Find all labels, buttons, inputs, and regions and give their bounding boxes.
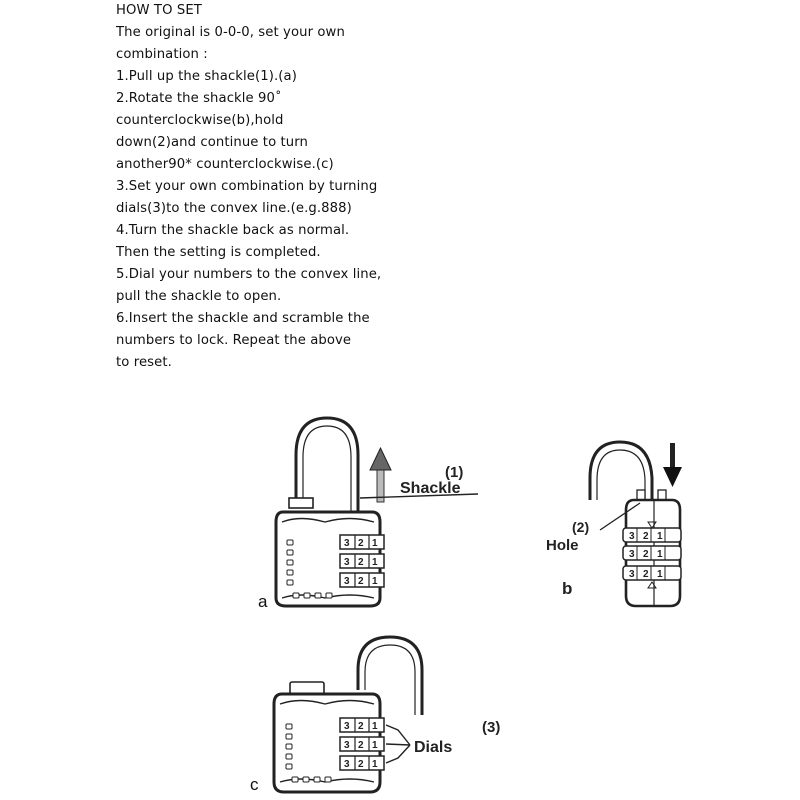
dial-digit: 3 bbox=[629, 549, 635, 560]
instruction-line: 5.Dial your numbers to the convex line, bbox=[116, 267, 382, 282]
dial-digit: 2 bbox=[358, 557, 364, 568]
diagram-b: 3 2 1 3 2 1 3 2 1 bbox=[546, 440, 682, 608]
instruction-line: another90* counterclockwise.(c) bbox=[116, 157, 334, 172]
callout-label-shackle: Shackle bbox=[400, 480, 461, 497]
dial-digit: 2 bbox=[358, 576, 364, 587]
dial-digit: 2 bbox=[358, 721, 364, 732]
instructions-text: HOW TO SET The original is 0-0-0, set yo… bbox=[116, 0, 456, 374]
dial-row-c-1: 3 2 1 bbox=[339, 717, 385, 733]
dial-digit: 2 bbox=[643, 549, 649, 560]
diagram-c: 3 2 1 3 2 1 3 2 1 (3) Dials c bbox=[250, 635, 500, 794]
instruction-line: dials(3)to the convex line.(e.g.888) bbox=[116, 201, 352, 216]
dial-digit: 3 bbox=[344, 538, 350, 549]
dial-digit: 1 bbox=[372, 721, 378, 732]
instruction-line: 4.Turn the shackle back as normal. bbox=[116, 223, 350, 238]
instruction-line: to reset. bbox=[116, 355, 172, 370]
dial-digit: 1 bbox=[657, 531, 663, 542]
dial-digit: 1 bbox=[372, 538, 378, 549]
dial-digit: 1 bbox=[657, 549, 663, 560]
dial-row-a-2: 3 2 1 bbox=[339, 553, 385, 569]
arrow-up-icon bbox=[369, 446, 392, 503]
instruction-line: The original is 0-0-0, set your own bbox=[116, 25, 345, 40]
dial-row-c-2: 3 2 1 bbox=[339, 736, 385, 752]
lock-body-b bbox=[624, 498, 682, 608]
dial-digit: 2 bbox=[358, 538, 364, 549]
instruction-line: pull the shackle to open. bbox=[116, 289, 282, 304]
holes-c bbox=[285, 723, 332, 783]
callout-label-dials: Dials bbox=[414, 739, 452, 756]
diagram-a: 3 2 1 3 2 1 3 2 1 (1) Shackle a bbox=[258, 416, 479, 611]
lock-body-a bbox=[274, 510, 382, 608]
dial-digit: 1 bbox=[372, 576, 378, 587]
dial-digit: 2 bbox=[643, 531, 649, 542]
dial-digit: 3 bbox=[344, 721, 350, 732]
callout-number-3: (3) bbox=[482, 719, 500, 736]
callout-line-hole bbox=[599, 502, 641, 531]
diagram-letter-b: b bbox=[562, 579, 572, 598]
instruction-line: Then the setting is completed. bbox=[116, 245, 321, 260]
dial-digit: 2 bbox=[643, 569, 649, 580]
instruction-line: 2.Rotate the shackle 90˚ bbox=[116, 91, 282, 106]
dial-digit: 3 bbox=[629, 569, 635, 580]
callout-number-2: (2) bbox=[572, 519, 589, 535]
dial-row-b-1: 3 2 1 bbox=[622, 527, 682, 543]
diagram-letter-c: c bbox=[250, 775, 259, 794]
dial-digit: 2 bbox=[358, 740, 364, 751]
dial-digit: 1 bbox=[372, 740, 378, 751]
instruction-line: down(2)and continue to turn bbox=[116, 135, 309, 150]
dial-digit: 3 bbox=[344, 576, 350, 587]
shackle-b bbox=[588, 440, 654, 500]
dial-digit: 1 bbox=[657, 569, 663, 580]
callout-line-shackle bbox=[359, 493, 479, 499]
dial-digit: 1 bbox=[372, 557, 378, 568]
dial-digit: 3 bbox=[344, 557, 350, 568]
dial-row-b-3: 3 2 1 bbox=[622, 565, 682, 581]
dial-digit: 3 bbox=[344, 759, 350, 770]
dial-row-a-1: 3 2 1 bbox=[339, 534, 385, 550]
arrow-down-icon bbox=[663, 443, 682, 487]
instruction-line: 3.Set your own combination by turning bbox=[116, 179, 378, 194]
dial-digit: 3 bbox=[629, 531, 635, 542]
callout-lines-dials bbox=[385, 724, 411, 764]
instruction-line: 1.Pull up the shackle(1).(a) bbox=[116, 69, 297, 84]
dial-digit: 3 bbox=[344, 740, 350, 751]
callout-number-1: (1) bbox=[445, 464, 463, 481]
diagram-letter-a: a bbox=[258, 592, 268, 611]
instruction-line: numbers to lock. Repeat the above bbox=[116, 333, 352, 348]
holes-a bbox=[286, 539, 333, 599]
dial-digit: 1 bbox=[372, 759, 378, 770]
lock-body-c bbox=[272, 692, 382, 794]
instruction-line: 6.Insert the shackle and scramble the bbox=[116, 311, 370, 326]
dial-digit: 2 bbox=[358, 759, 364, 770]
dial-row-c-3: 3 2 1 bbox=[339, 755, 385, 771]
callout-label-hole: Hole bbox=[546, 537, 579, 554]
shackle-c bbox=[356, 635, 424, 715]
instruction-line: counterclockwise(b),hold bbox=[116, 113, 284, 128]
instruction-line: combination : bbox=[116, 47, 208, 62]
shackle-a bbox=[294, 416, 360, 512]
dial-row-b-2: 3 2 1 bbox=[622, 545, 682, 561]
dial-row-a-3: 3 2 1 bbox=[339, 572, 385, 588]
instruction-line: HOW TO SET bbox=[116, 3, 202, 18]
